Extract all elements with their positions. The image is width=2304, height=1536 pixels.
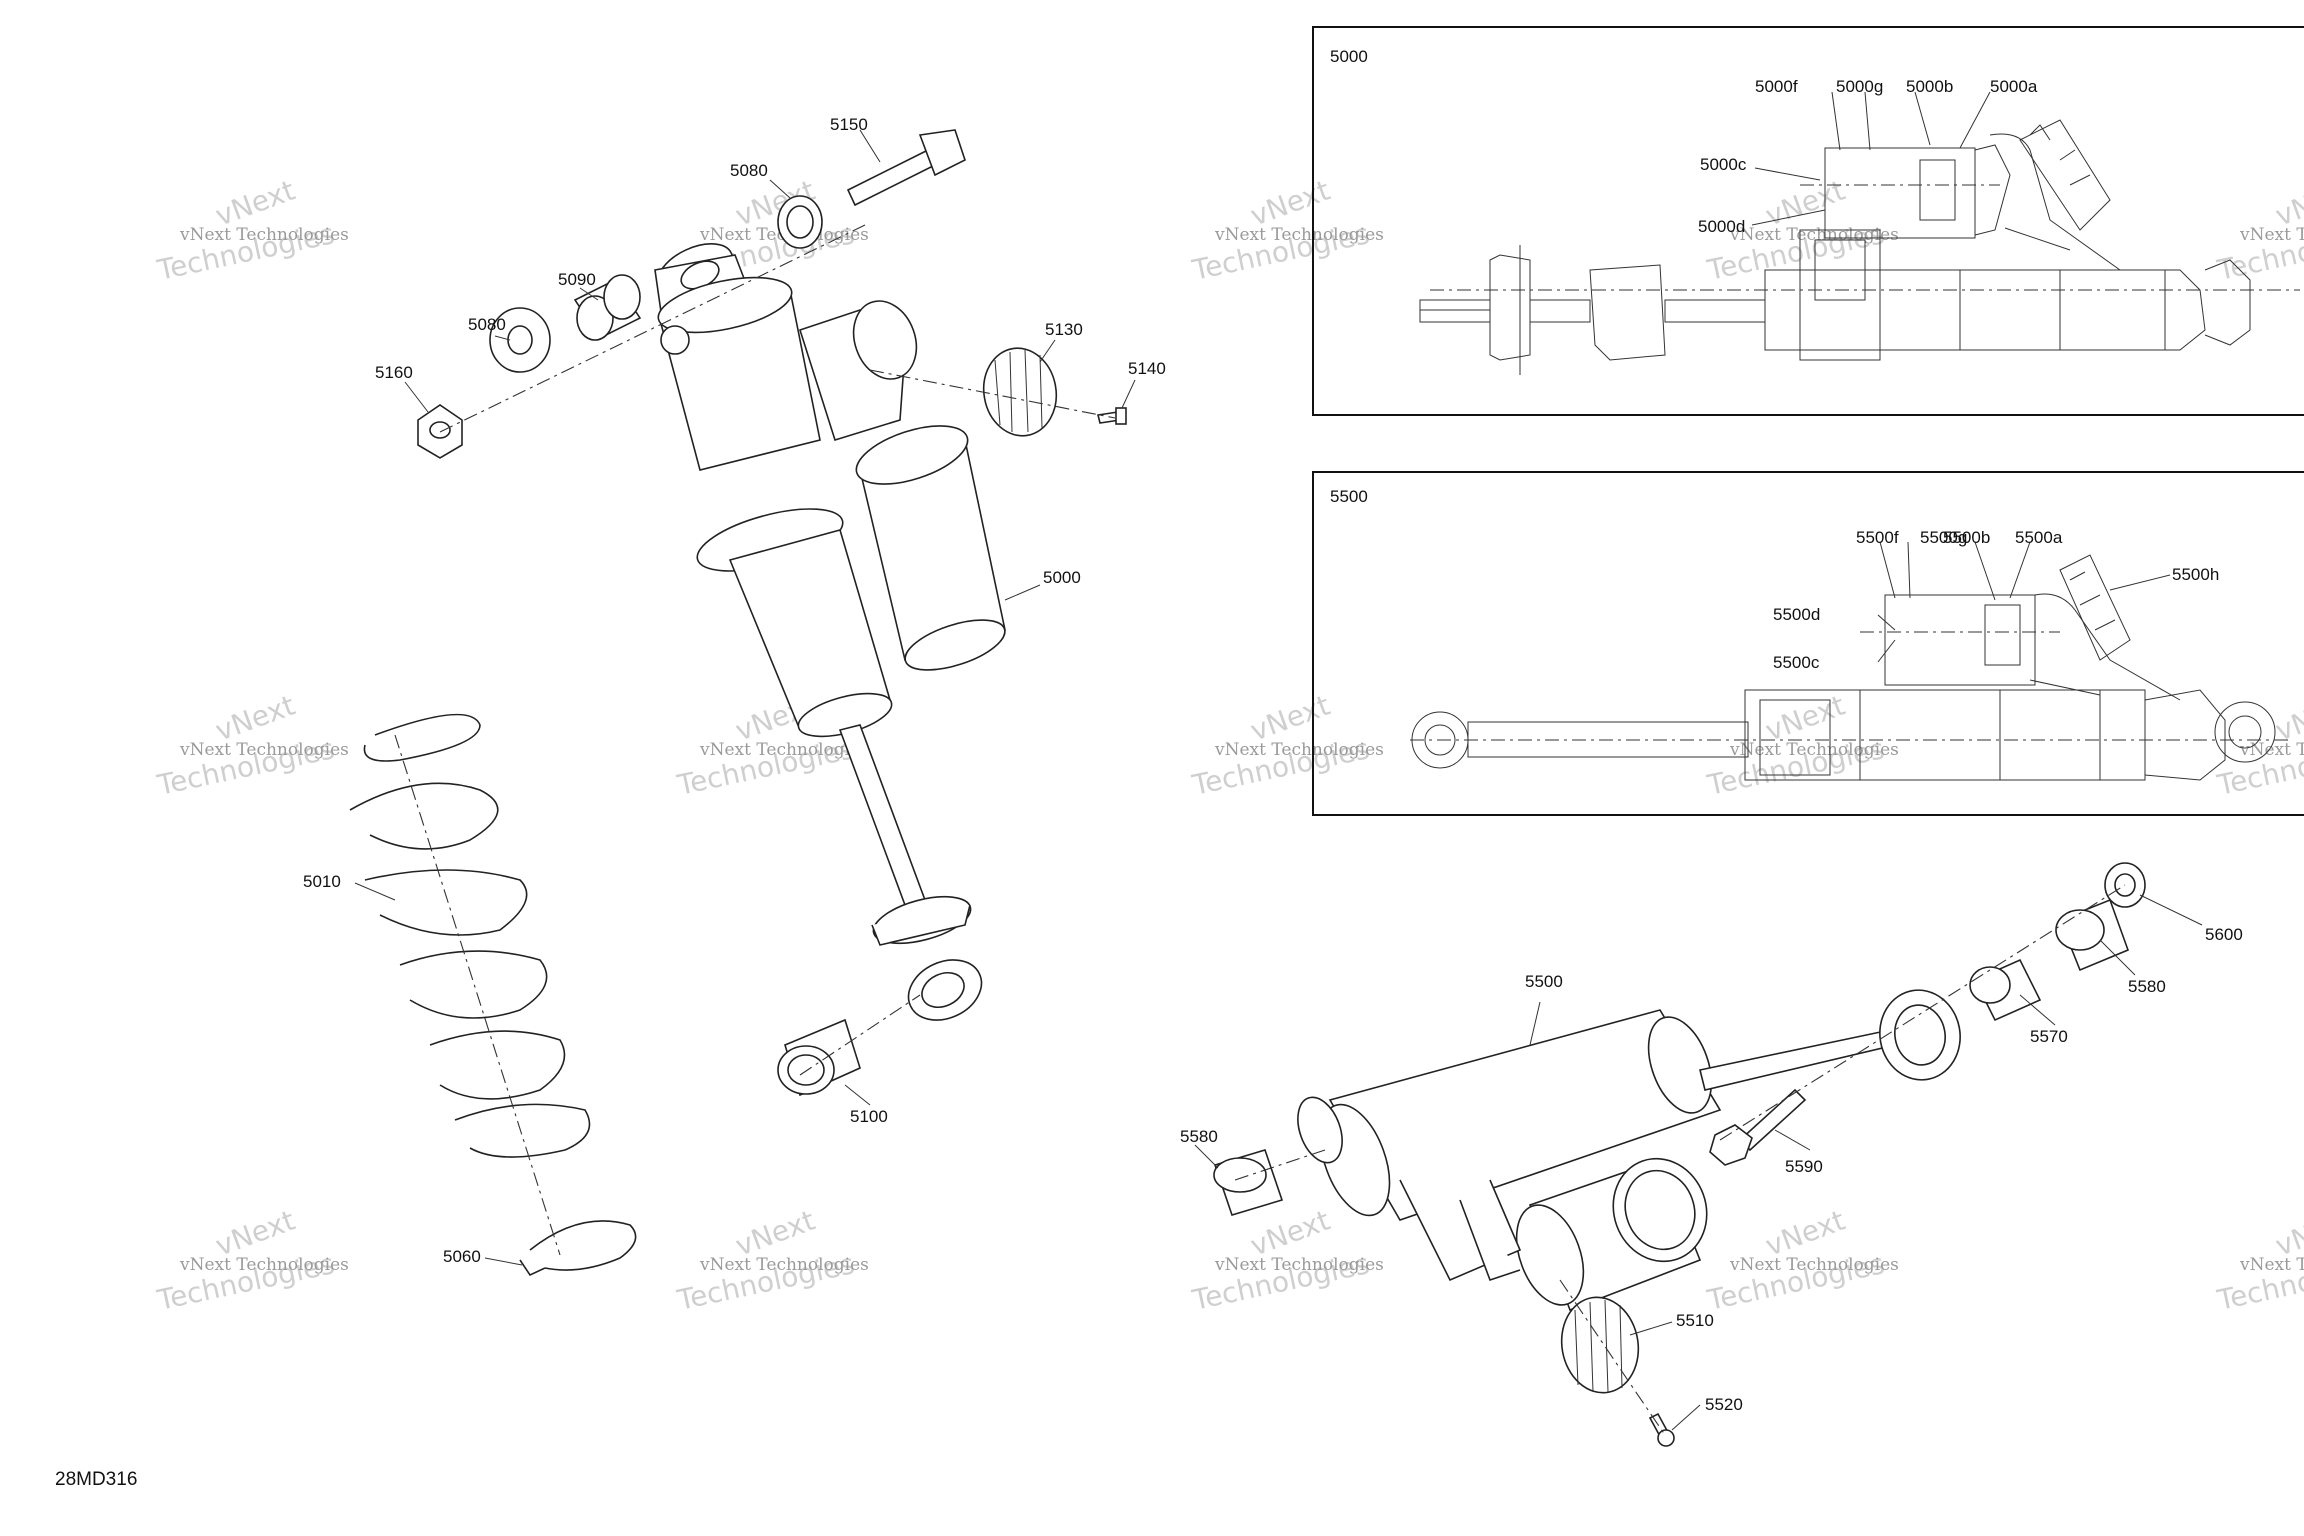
callout-5000f: 5000f: [1755, 77, 1798, 96]
watermark-overlay-text: vNext: [211, 1204, 299, 1263]
label-5000: 5000: [1043, 568, 1081, 587]
label-5500: 5500: [1525, 972, 1563, 991]
detail-5000-title: 5000: [1330, 47, 1368, 66]
callout-5500b: 5500b: [1943, 528, 1990, 547]
label-5010: 5010: [303, 872, 341, 891]
callout-5500d: 5500d: [1773, 605, 1820, 624]
callout-5000a: 5000a: [1990, 77, 2038, 96]
watermark-text: vNext Technologies: [179, 740, 349, 760]
label-5090: 5090: [558, 270, 596, 289]
watermark-overlay-text: vNext: [1246, 1204, 1334, 1263]
watermark-text: vNext Technologies: [2239, 740, 2304, 760]
hardware-left: [417, 129, 1127, 1097]
label-5060: 5060: [443, 1247, 481, 1266]
label-5160: 5160: [375, 363, 413, 382]
diagram-id: 28MD316: [55, 1469, 137, 1490]
label-5580-left: 5580: [1180, 1127, 1218, 1146]
callout-5000g: 5000g: [1836, 77, 1883, 96]
watermark-overlay-text: vNext: [2271, 1204, 2304, 1263]
callout-leaders: [354, 129, 2203, 1431]
watermark-overlay-text: vNext: [2271, 689, 2304, 748]
shock-absorber-5000: [654, 243, 1006, 1021]
callout-5000b: 5000b: [1906, 77, 1953, 96]
callout-5500a: 5500a: [2015, 528, 2063, 547]
detail-box-5000: 5000 5000f 5000g 5: [1312, 26, 2304, 416]
label-5150: 5150: [830, 115, 868, 134]
label-5580-right: 5580: [2128, 977, 2166, 996]
callout-5500g: 5500g: [1920, 528, 1967, 547]
callout-5500c: 5500c: [1773, 653, 1820, 672]
watermark-text: vNext Technologies: [699, 740, 869, 760]
watermark-text: vNext Technologies: [1729, 225, 1899, 245]
callout-5500f: 5500f: [1856, 528, 1899, 547]
watermark-text: vNext Technologies: [1214, 1255, 1384, 1275]
detail-box-5500: 5500 5500f 5500g 5500b 5500a 5500h: [1312, 471, 2304, 816]
detail-5500-title: 5500: [1330, 487, 1368, 506]
label-5140: 5140: [1128, 359, 1166, 378]
watermark-overlay-text: vNext: [211, 174, 299, 233]
watermark-overlay-text: vNext: [2271, 174, 2304, 233]
watermark-text: vNext Technologies: [1729, 1255, 1899, 1275]
watermark-text: vNext Technologies: [2239, 1255, 2304, 1275]
watermark-text: vNext Technologies: [179, 1255, 349, 1275]
shock-absorber-5500: [1297, 989, 1961, 1312]
callout-5500h: 5500h: [2172, 565, 2219, 584]
label-5600: 5600: [2205, 925, 2243, 944]
watermark-text: vNext Technologies: [1214, 225, 1384, 245]
watermark-text: vNext Technologies: [179, 225, 349, 245]
watermark-text: vNext Technologies: [1214, 740, 1384, 760]
label-5520: 5520: [1705, 1395, 1743, 1414]
watermark-text: vNext Technologies: [2239, 225, 2304, 245]
watermark-text: vNext Technologies: [699, 1255, 869, 1275]
label-5080-left: 5080: [468, 315, 506, 334]
part-labels: 5150 5080 5090 5080 5160 5130 5140 5000 …: [303, 115, 2243, 1414]
watermark-overlay-text: vNext: [1246, 174, 1334, 233]
label-5130: 5130: [1045, 320, 1083, 339]
clip-5060: [519, 1220, 637, 1277]
watermark-overlay-text: vNext: [731, 1204, 819, 1263]
watermark-text: vNext Technologies: [1729, 740, 1899, 760]
callout-5000d: 5000d: [1698, 217, 1745, 236]
watermark-overlay-text: vNext: [1761, 174, 1849, 233]
watermark-overlay-text: vNext: [1761, 689, 1849, 748]
watermark-overlay-text: vNext: [211, 689, 299, 748]
label-5510: 5510: [1676, 1311, 1714, 1330]
label-5080-top: 5080: [730, 161, 768, 180]
spring-5010: [349, 713, 591, 1158]
label-5590: 5590: [1785, 1157, 1823, 1176]
watermark-overlay-text: vNext: [1761, 1204, 1849, 1263]
label-5100: 5100: [850, 1107, 888, 1126]
callout-5000c: 5000c: [1700, 155, 1747, 174]
assembly-axes: [394, 224, 2126, 1436]
watermark-overlay-text: vNext: [1246, 689, 1334, 748]
label-5570: 5570: [2030, 1027, 2068, 1046]
